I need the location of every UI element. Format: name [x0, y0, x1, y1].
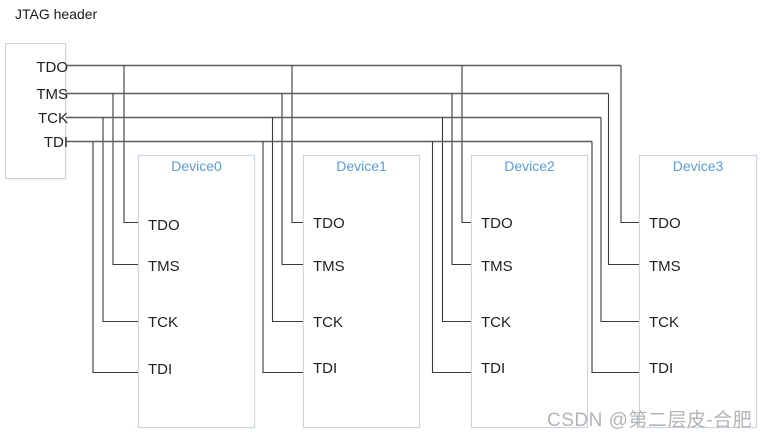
device3-pin-tck: TCK	[649, 314, 679, 331]
device0-pin-tdo: TDO	[148, 217, 180, 234]
device1-pin-tms: TMS	[313, 258, 345, 275]
device-box-3	[639, 155, 757, 428]
device-title-1: Device1	[336, 158, 387, 174]
jtag-header-box: TDO TMS TCK TDI	[5, 43, 68, 179]
device-title-2: Device2	[504, 158, 555, 174]
device-title-3: Device3	[672, 158, 724, 174]
device2-pin-tdi: TDI	[481, 360, 506, 377]
watermark: CSDN @第二层皮-合肥	[547, 410, 753, 431]
header-pin-tck: TCK	[38, 110, 68, 127]
device1-pin-tck: TCK	[313, 314, 343, 331]
device-title-0: Device0	[171, 158, 222, 174]
header-pin-tdo: TDO	[36, 59, 68, 76]
device2-pin-tck: TCK	[481, 314, 511, 331]
device3-pin-tms: TMS	[649, 258, 681, 275]
device0-pin-tck: TCK	[148, 314, 178, 331]
diagram-title: JTAG header	[15, 6, 98, 22]
device-box-0	[138, 155, 255, 428]
device3-pin-tdo: TDO	[649, 215, 681, 232]
header-pin-tms: TMS	[36, 86, 68, 103]
device2-pin-tms: TMS	[481, 258, 513, 275]
device-box-1	[303, 155, 420, 428]
device0-pin-tdi: TDI	[148, 361, 173, 378]
device1-pin-tdo: TDO	[313, 215, 345, 232]
device-box-2	[471, 155, 588, 428]
device3-pin-tdi: TDI	[649, 360, 674, 377]
device2-pin-tdo: TDO	[481, 215, 513, 232]
header-pin-tdi: TDI	[43, 134, 68, 151]
device0-pin-tms: TMS	[148, 258, 180, 275]
device1-pin-tdi: TDI	[313, 360, 338, 377]
